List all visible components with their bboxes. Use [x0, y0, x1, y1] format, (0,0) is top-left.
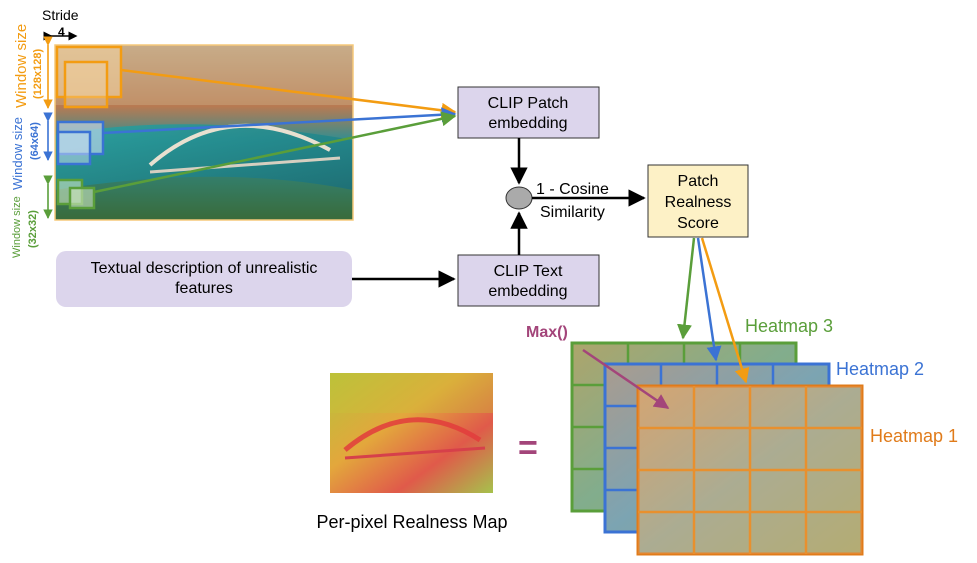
clip-text-line1: CLIP Text	[494, 263, 563, 280]
realness-map-label: Per-pixel Realness Map	[316, 512, 507, 532]
stride-label: Stride	[42, 7, 79, 23]
clip-patch-line2: embedding	[488, 115, 567, 132]
text-desc-line1: Textual description of unrealistic	[91, 260, 318, 277]
window-32-patches	[43, 175, 96, 219]
text-description-box	[56, 251, 352, 307]
window-128-patches	[43, 36, 123, 109]
clip-patch-box	[457, 86, 600, 139]
arrow-score-to-heatmap2	[696, 237, 722, 362]
score-line2: Realness	[665, 194, 732, 211]
arrow-score-to-heatmap3	[677, 237, 696, 340]
window-32-size: (32x32)	[27, 210, 39, 248]
arrow-128-to-clip	[120, 68, 457, 118]
window-32-label: Window size	[11, 196, 23, 258]
window-128-label: Window size	[13, 24, 30, 108]
score-line3: Score	[677, 215, 719, 232]
stride-value: 4	[58, 25, 65, 39]
arrow-64-to-clip	[102, 107, 457, 135]
window-64-patches	[43, 112, 105, 166]
realness-map-image	[330, 373, 493, 493]
window-64-label: Window size	[10, 117, 25, 190]
similarity-line2: Similarity	[540, 204, 605, 221]
heatmap-3-label: Heatmap 3	[745, 316, 833, 336]
score-box	[647, 164, 749, 238]
heatmap-1-grid	[636, 384, 864, 556]
clip-text-box	[457, 254, 600, 307]
arrow-32-to-clip	[93, 111, 457, 194]
window-128-size: (128x128)	[32, 49, 44, 99]
similarity-node	[505, 186, 533, 210]
clip-text-line2: embedding	[488, 283, 567, 300]
heatmap-1-label: Heatmap 1	[870, 426, 958, 446]
max-arrow	[582, 348, 670, 410]
window-64-size: (64x64)	[29, 122, 41, 160]
score-line1: Patch	[678, 173, 719, 190]
arrow-score-to-heatmap1	[700, 237, 750, 384]
clip-patch-line1: CLIP Patch	[488, 95, 569, 112]
equals-sign: =	[518, 429, 538, 467]
heatmap-2-label: Heatmap 2	[836, 359, 924, 379]
text-desc-line2: features	[175, 280, 233, 297]
max-label: Max()	[526, 324, 568, 341]
similarity-line1: 1 - Cosine	[536, 181, 609, 198]
